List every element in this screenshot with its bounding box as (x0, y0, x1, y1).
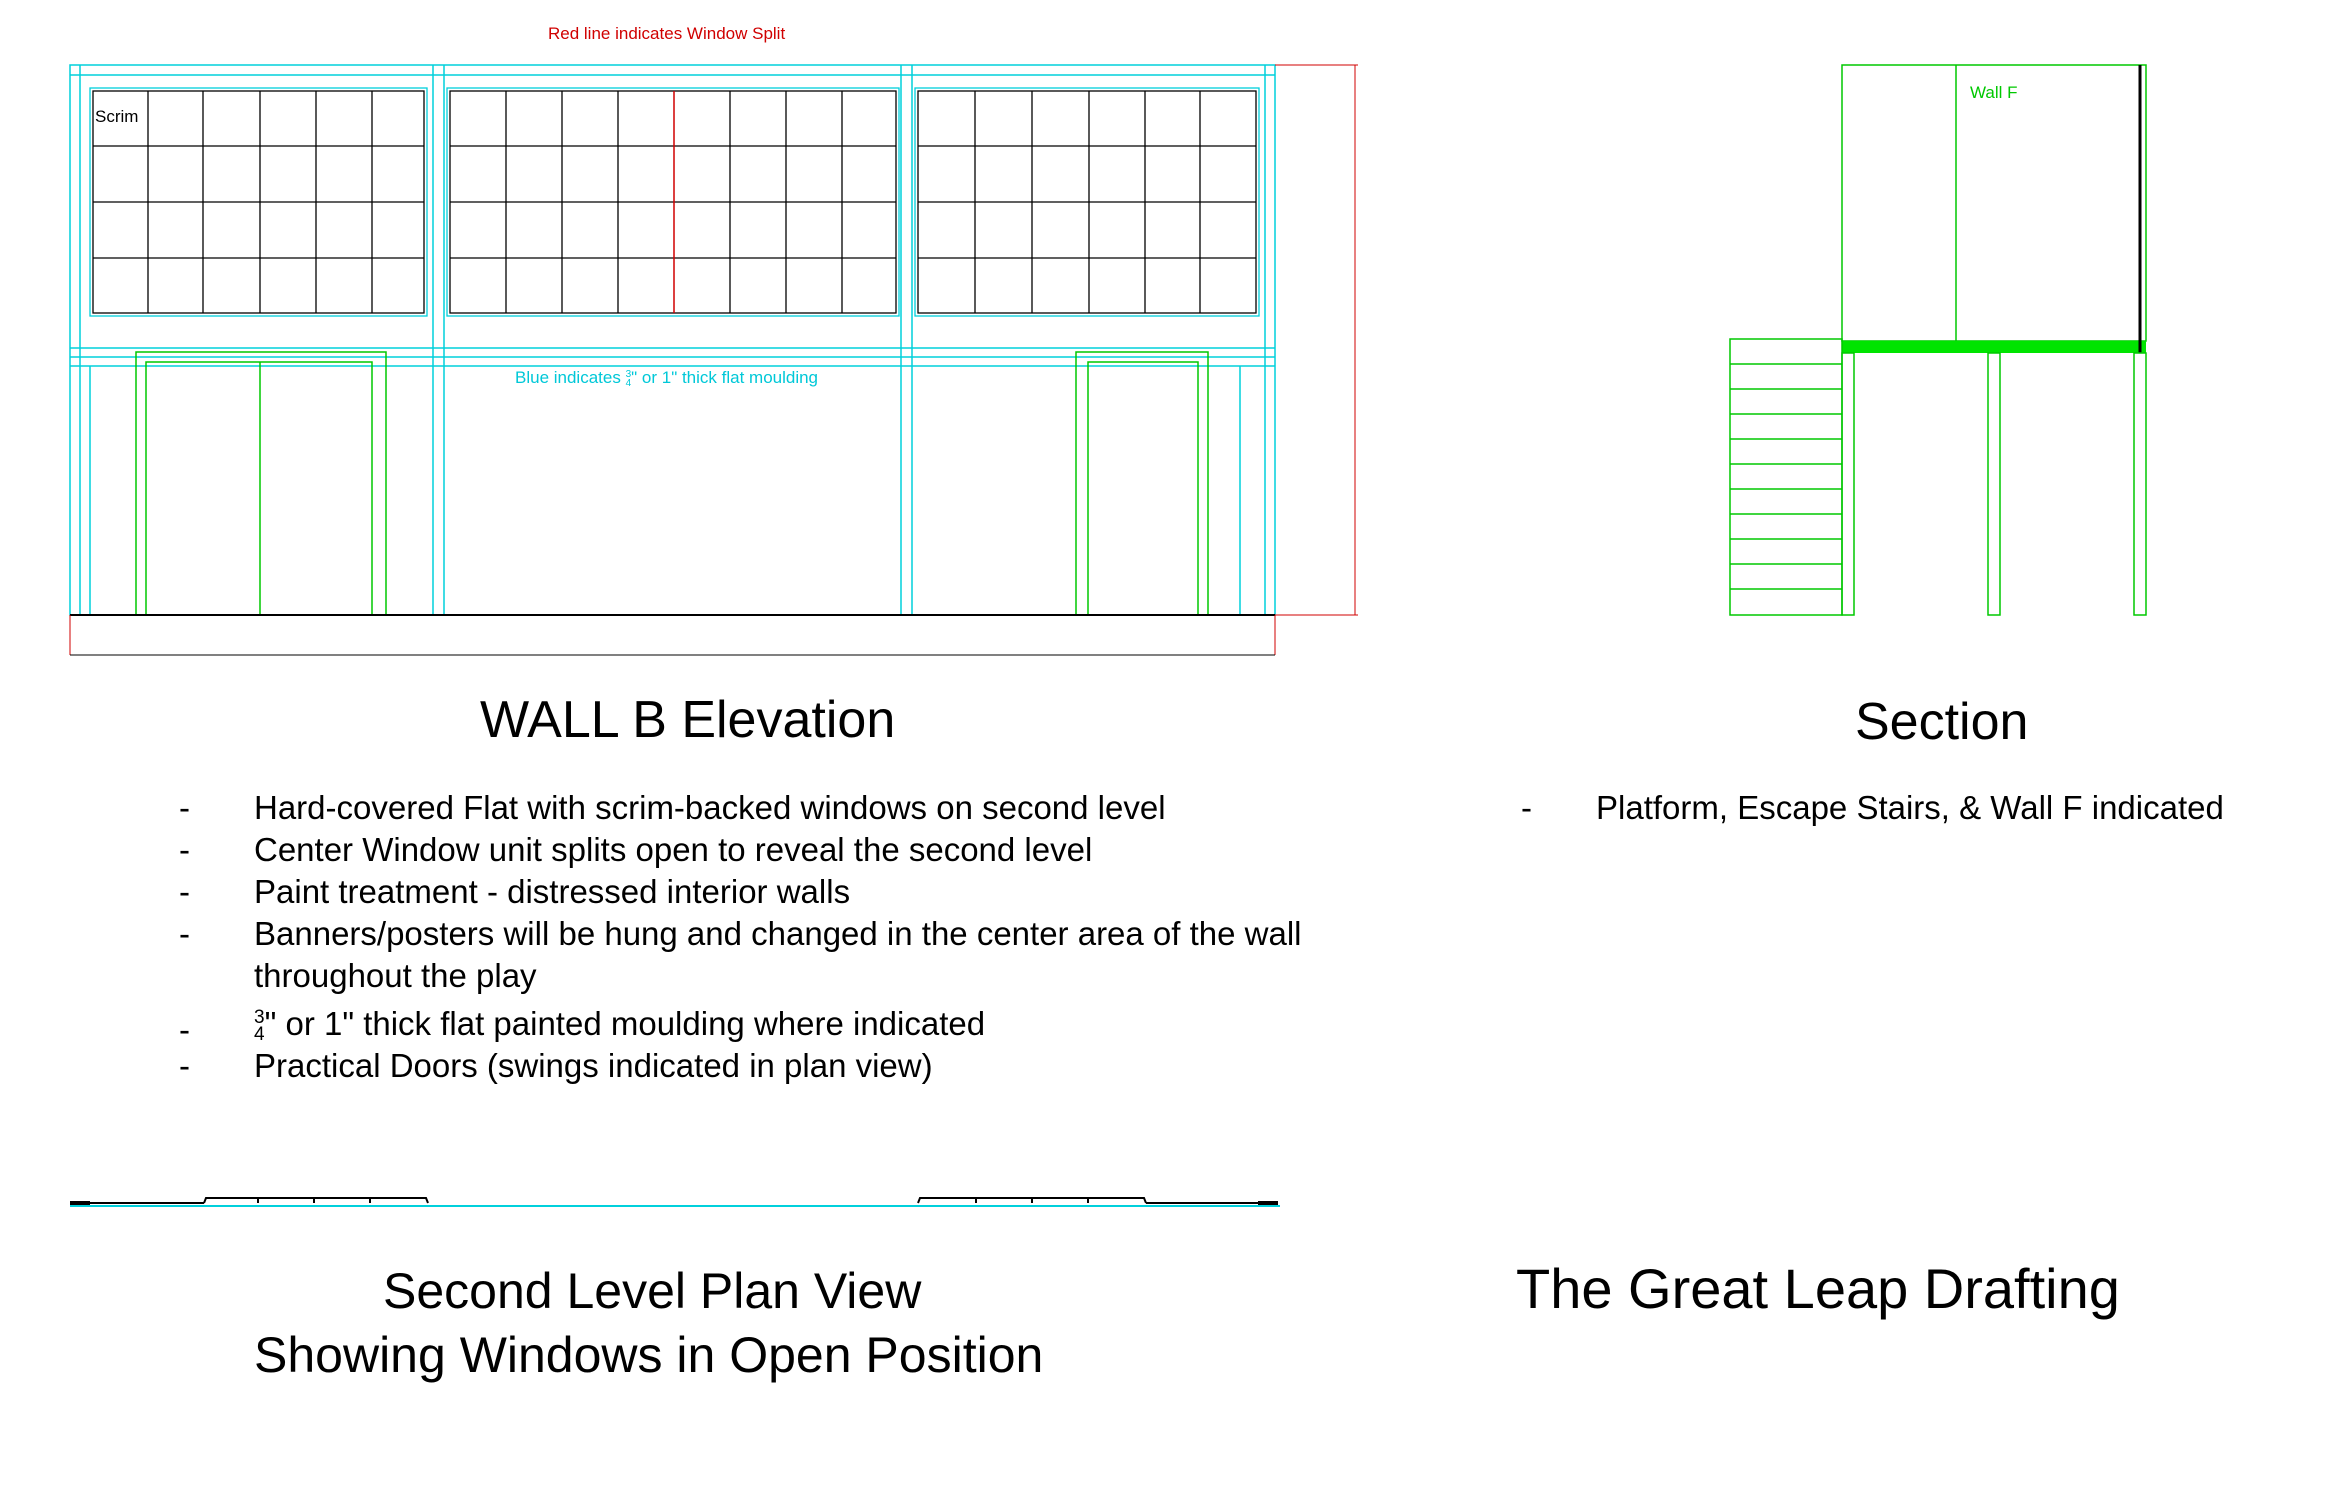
wall-b-elevation-drawing (69, 64, 1358, 656)
plan-windows-right (917, 1197, 1278, 1205)
wall-b-title: WALL B Elevation (480, 691, 896, 749)
window-unit-left (89, 87, 428, 317)
wall-f (1841, 64, 2147, 342)
wall-outline (69, 64, 1276, 616)
wall-b-notes: -Hard-covered Flat with scrim-backed win… (179, 787, 1339, 1087)
note-item: -Hard-covered Flat with scrim-backed win… (179, 789, 1166, 826)
dimension-lines (69, 64, 1358, 656)
window-unit-right (914, 87, 1260, 317)
note-item: -Paint treatment - distressed interior w… (179, 873, 851, 910)
scrim-label: Scrim (95, 107, 139, 126)
plan-title-line1: Second Level Plan View (383, 1263, 922, 1319)
note-item: -Platform, Escape Stairs, & Wall F indic… (1521, 789, 2224, 826)
plan-view-drawing (70, 1197, 1280, 1207)
note-item: -Banners/posters will be hung and change… (179, 915, 1302, 994)
door-right (1075, 351, 1209, 616)
plan-windows-left (70, 1197, 429, 1205)
section-notes: -Platform, Escape Stairs, & Wall F indic… (1521, 787, 2301, 829)
door-left (135, 351, 387, 616)
note-item: -Center Window unit splits open to revea… (179, 831, 1093, 868)
note-item: -Practical Doors (swings indicated in pl… (179, 1047, 933, 1084)
platform-legs (1841, 352, 2147, 616)
plan-title-line2: Showing Windows in Open Position (254, 1327, 1044, 1383)
window-unit-center (446, 87, 900, 317)
moulding-stiles (79, 65, 1266, 615)
escape-stairs (1729, 338, 1843, 616)
firm-name: The Great Leap Drafting (1516, 1257, 2120, 1320)
lower-moulding (89, 366, 1241, 615)
section-drawing (1729, 64, 2147, 616)
platform-deck (1842, 341, 2146, 353)
wall-f-label: Wall F (1970, 83, 2018, 102)
window-split-note: Red line indicates Window Split (548, 24, 786, 43)
section-title: Section (1855, 693, 2029, 751)
